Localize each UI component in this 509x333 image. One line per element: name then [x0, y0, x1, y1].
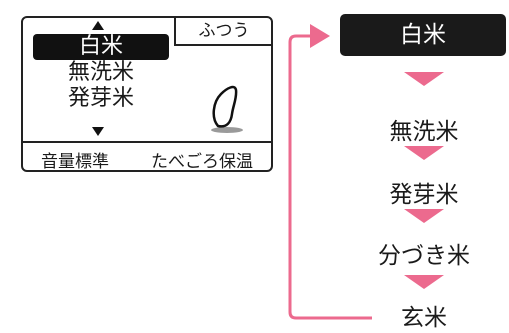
lcd-display: 白米 無洗米 発芽米 ふつう 音量標準 たべごろ保温 [21, 16, 273, 172]
cooking-mode-label: ふつう [174, 18, 272, 46]
flow-item-bunzukimai: 分づき米 [378, 243, 470, 269]
volume-setting-label: 音量標準 [41, 152, 109, 172]
flow-item-musenmai: 無洗米 [389, 119, 459, 145]
menu-item-hakumai[interactable]: 白米 [33, 34, 169, 60]
flow-item-hatsugamai: 発芽米 [389, 182, 459, 208]
menu-item-musenmai[interactable]: 無洗米 [67, 60, 134, 85]
flow-item-hakumai: 白米 [340, 14, 506, 56]
scroll-down-arrow-icon [92, 127, 104, 136]
scroll-up-arrow-icon [92, 21, 104, 30]
flow-down-arrow-icon [404, 146, 444, 160]
keep-warm-label: たべごろ保温 [151, 152, 253, 172]
flow-down-arrow-icon [404, 72, 444, 86]
flow-item-genmai: 玄米 [401, 305, 447, 331]
menu-item-hatsugamai[interactable]: 発芽米 [67, 86, 134, 111]
lcd-status-bar: 音量標準 たべごろ保温 [23, 141, 271, 172]
flow-down-arrow-icon [404, 275, 444, 289]
flow-down-arrow-icon [404, 209, 444, 223]
rice-grain-icon [211, 85, 243, 133]
rice-type-menu: 白米 無洗米 発芽米 [33, 34, 169, 112]
